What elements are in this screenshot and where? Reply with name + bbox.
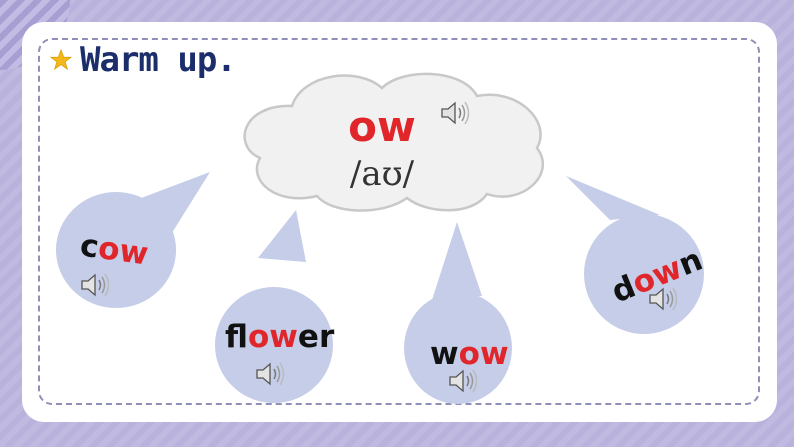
speaker-icon[interactable] bbox=[255, 359, 289, 389]
drop-shape bbox=[215, 287, 333, 403]
page-title: Warm up. bbox=[50, 40, 237, 80]
title-text: Warm up. bbox=[80, 40, 237, 80]
drop-shape bbox=[584, 214, 704, 334]
dashed-border bbox=[38, 38, 760, 405]
word-wow: wow bbox=[430, 336, 509, 372]
word-drop-wow: wow bbox=[404, 280, 512, 410]
cloud-ipa: /aʊ/ bbox=[349, 154, 415, 194]
star-icon bbox=[50, 49, 72, 71]
speaker-icon[interactable] bbox=[440, 98, 474, 128]
word-flower: flower bbox=[225, 319, 335, 355]
speaker-icon[interactable] bbox=[80, 270, 114, 300]
word-drop-flower: flower bbox=[215, 255, 335, 405]
word-drop-cow: cow bbox=[56, 190, 176, 310]
cloud-letters: ow bbox=[348, 102, 416, 151]
sound-cloud: ow /aʊ/ bbox=[232, 66, 552, 216]
speaker-icon[interactable] bbox=[448, 366, 482, 396]
word-drop-down: down bbox=[584, 210, 708, 335]
drop-shape bbox=[56, 192, 176, 308]
speaker-icon[interactable] bbox=[648, 284, 682, 314]
word-cow: cow bbox=[77, 227, 151, 273]
drop-shape bbox=[404, 292, 512, 404]
